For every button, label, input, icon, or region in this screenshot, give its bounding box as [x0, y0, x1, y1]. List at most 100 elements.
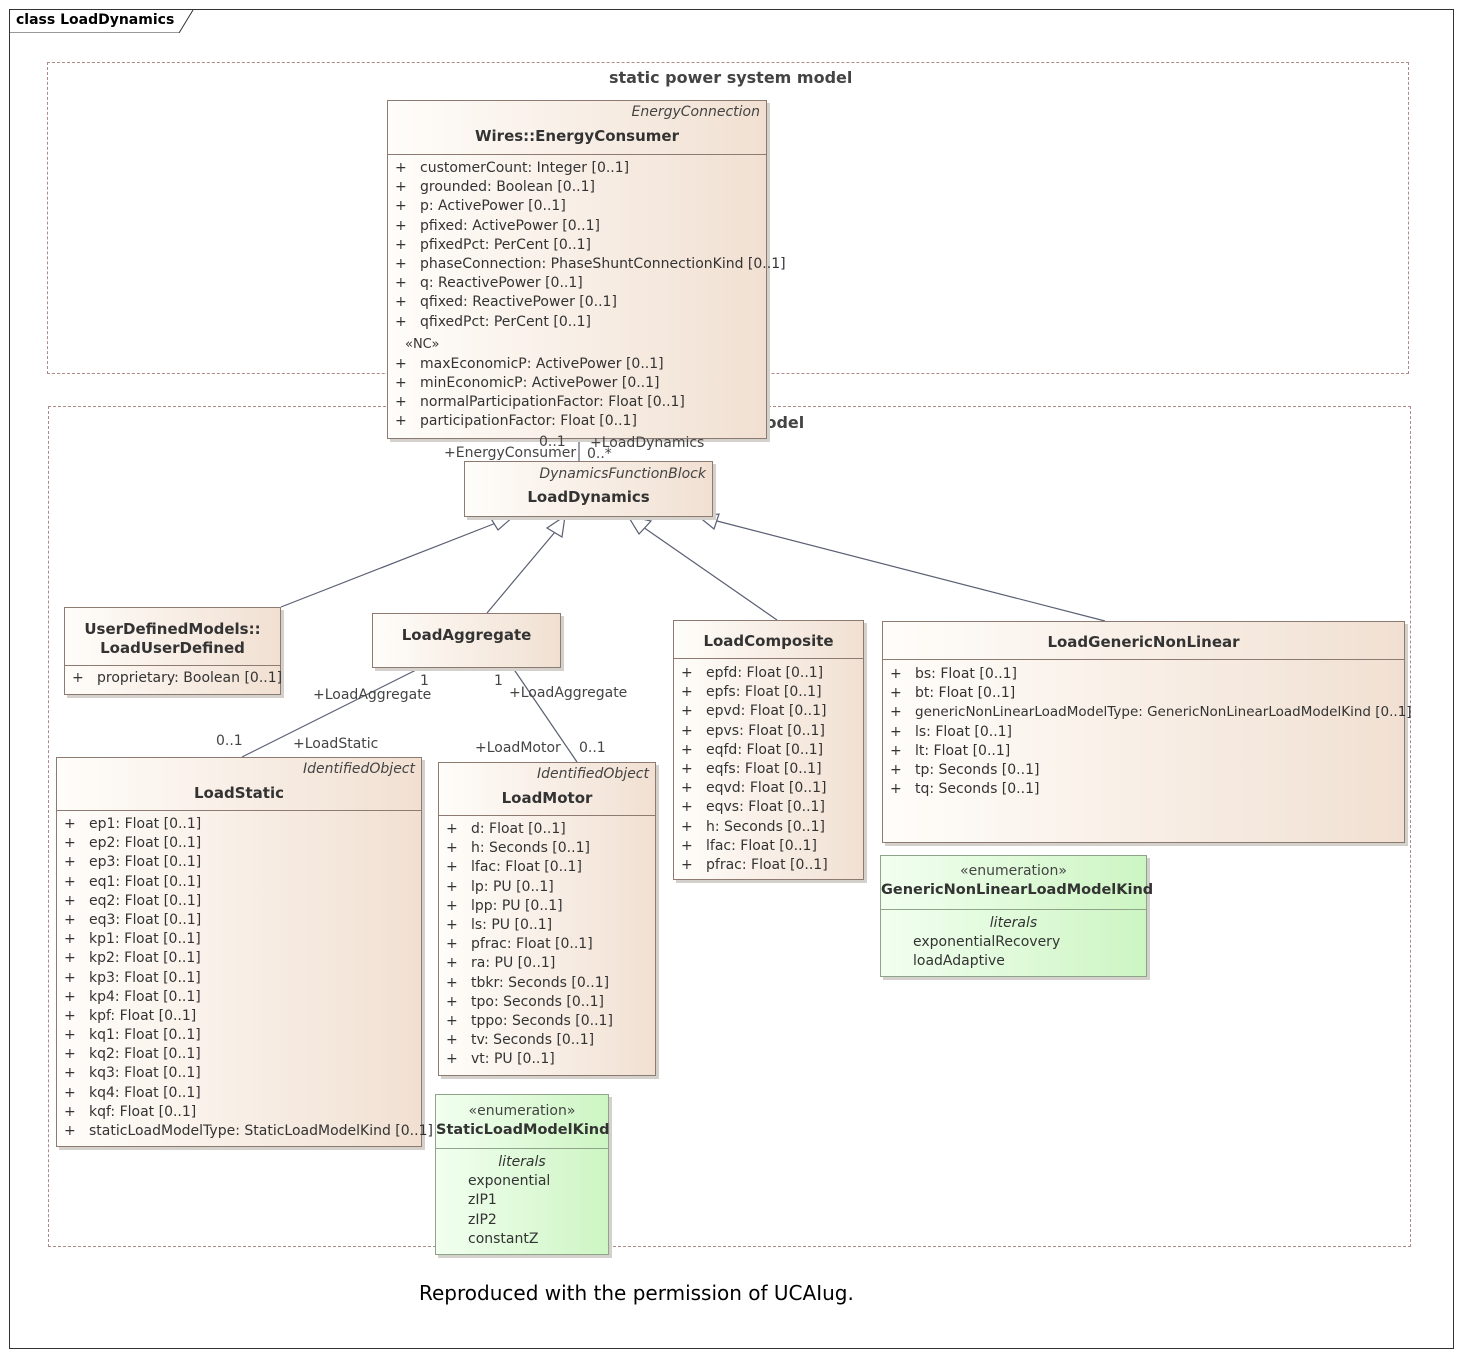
multiplicity-aggregate-static: 1: [420, 673, 429, 689]
enum-literal[interactable]: exponential: [468, 1173, 551, 1189]
class-name: LoadGenericNonLinear: [1047, 633, 1240, 651]
attribute[interactable]: +kq3: Float [0..1]: [64, 1065, 201, 1082]
class-load-static[interactable]: IdentifiedObject LoadStatic +ep1: Float …: [56, 757, 433, 1147]
attribute[interactable]: +ra: PU [0..1]: [446, 955, 556, 972]
attribute[interactable]: +ls: Float [0..1]: [890, 723, 1013, 740]
attribute[interactable]: +h: Seconds [0..1]: [681, 818, 825, 835]
attribute[interactable]: +normalParticipationFactor: Float [0..1]: [395, 394, 685, 411]
attribute[interactable]: +tpo: Seconds [0..1]: [446, 993, 605, 1010]
class-header: UserDefinedModels:: LoadUserDefined: [65, 608, 280, 666]
attribute[interactable]: +ep2: Float [0..1]: [64, 835, 202, 852]
class-load-composite[interactable]: LoadComposite +epfd: Float [0..1] +epfs:…: [673, 620, 864, 880]
attribute[interactable]: +kp1: Float [0..1]: [64, 931, 201, 948]
class-load-motor[interactable]: IdentifiedObject LoadMotor +d: Float [0.…: [438, 762, 656, 1076]
attribute[interactable]: +participationFactor: Float [0..1]: [395, 413, 637, 430]
attribute[interactable]: +kpf: Float [0..1]: [64, 1007, 197, 1024]
attribute-list: +proprietary: Boolean [0..1]: [65, 666, 283, 688]
role-loadmotor: +LoadMotor: [475, 740, 561, 756]
attribute[interactable]: +eq2: Float [0..1]: [64, 892, 202, 909]
attribute[interactable]: +maxEconomicP: ActivePower [0..1]: [395, 355, 664, 372]
attribute[interactable]: +minEconomicP: ActivePower [0..1]: [395, 374, 660, 391]
class-header: IdentifiedObject LoadStatic: [57, 758, 421, 811]
class-energy-consumer[interactable]: EnergyConnection Wires::EnergyConsumer +…: [387, 100, 786, 439]
attribute[interactable]: +qfixedPct: PerCent [0..1]: [395, 313, 592, 330]
enum-literal[interactable]: constantZ: [468, 1230, 539, 1247]
attribute[interactable]: +lfac: Float [0..1]: [446, 859, 582, 876]
role-loadstatic: +LoadStatic: [293, 736, 379, 752]
attribute[interactable]: +lt: Float [0..1]: [890, 742, 1011, 759]
attribute[interactable]: +pfixed: ActivePower [0..1]: [395, 217, 600, 234]
attribute[interactable]: +kqf: Float [0..1]: [64, 1103, 197, 1120]
attribute[interactable]: +tbkr: Seconds [0..1]: [446, 974, 610, 991]
attribute[interactable]: +epfs: Float [0..1]: [681, 684, 822, 701]
attribute[interactable]: +kq2: Float [0..1]: [64, 1046, 201, 1063]
attribute[interactable]: +h: Seconds [0..1]: [446, 840, 590, 857]
frame-title: class LoadDynamics: [16, 12, 175, 28]
role-loadaggregate-motor: +LoadAggregate: [509, 685, 628, 701]
attribute[interactable]: +bt: Float [0..1]: [890, 685, 1016, 702]
enum-stereotype: «enumeration»: [468, 1103, 576, 1119]
class-name: LoadStatic: [193, 784, 285, 802]
attribute[interactable]: +vt: PU [0..1]: [446, 1051, 555, 1068]
class-stereotype: IdentifiedObject: [536, 766, 649, 782]
attribute[interactable]: +p: ActivePower [0..1]: [395, 198, 566, 215]
enum-literal[interactable]: exponentialRecovery: [913, 934, 1061, 950]
attribute[interactable]: +kq1: Float [0..1]: [64, 1027, 201, 1044]
class-name: Wires::EnergyConsumer: [475, 127, 679, 145]
attribute[interactable]: +kp2: Float [0..1]: [64, 950, 201, 967]
attribute[interactable]: +epfd: Float [0..1]: [681, 665, 824, 681]
role-energyconsumer: +EnergyConsumer: [444, 445, 577, 461]
attribute[interactable]: +phaseConnection: PhaseShuntConnectionKi…: [395, 255, 786, 272]
literals-heading: literals: [989, 915, 1038, 931]
attribute[interactable]: +eq1: Float [0..1]: [64, 873, 202, 890]
attribute[interactable]: +epvd: Float [0..1]: [681, 703, 827, 720]
attribute[interactable]: +eqfd: Float [0..1]: [681, 741, 824, 758]
attribute[interactable]: +kp4: Float [0..1]: [64, 988, 201, 1005]
attribute-list: +customerCount: Integer [0..1] +grounded…: [388, 155, 786, 431]
enum-generic-nonlinear-load-model-kind[interactable]: «enumeration» GenericNonLinearLoadModelK…: [880, 855, 1153, 977]
attribute[interactable]: +kp3: Float [0..1]: [64, 969, 201, 986]
generalization-loadgenericnonlinear: [716, 520, 1106, 622]
attribute[interactable]: +pfixedPct: PerCent [0..1]: [395, 236, 592, 253]
enum-literal[interactable]: loadAdaptive: [913, 953, 1005, 970]
attribute[interactable]: +pfrac: Float [0..1]: [446, 936, 593, 953]
attribute[interactable]: +eqfs: Float [0..1]: [681, 760, 822, 777]
class-load-aggregate[interactable]: LoadAggregate: [372, 613, 561, 668]
attribute[interactable]: +grounded: Boolean [0..1]: [395, 179, 595, 196]
attribute[interactable]: +proprietary: Boolean [0..1]: [72, 670, 283, 686]
class-name-line2: LoadUserDefined: [100, 639, 245, 657]
attribute[interactable]: +lpp: PU [0..1]: [446, 897, 563, 914]
attribute[interactable]: +tv: Seconds [0..1]: [446, 1032, 595, 1049]
enum-static-load-model-kind[interactable]: «enumeration» StaticLoadModelKind litera…: [435, 1094, 610, 1255]
class-load-generic-nonlinear[interactable]: LoadGenericNonLinear +bs: Float [0..1] +…: [882, 621, 1412, 843]
attribute[interactable]: +eqvd: Float [0..1]: [681, 780, 827, 797]
attribute[interactable]: +ep3: Float [0..1]: [64, 854, 202, 871]
attribute[interactable]: +genericNonLinearLoadModelType: GenericN…: [890, 704, 1412, 721]
attribute[interactable]: +kq4: Float [0..1]: [64, 1084, 201, 1101]
attribute[interactable]: +eqvs: Float [0..1]: [681, 799, 825, 816]
class-name-line1: UserDefinedModels::: [84, 620, 261, 638]
attribute[interactable]: +q: ReactivePower [0..1]: [395, 275, 583, 292]
class-stereotype: EnergyConnection: [631, 104, 760, 120]
attribute[interactable]: +customerCount: Integer [0..1]: [395, 160, 630, 176]
attribute[interactable]: +ls: PU [0..1]: [446, 916, 553, 933]
attribute[interactable]: +qfixed: ReactivePower [0..1]: [395, 294, 617, 311]
class-load-user-defined[interactable]: UserDefinedModels:: LoadUserDefined +pro…: [64, 607, 283, 695]
attribute[interactable]: +staticLoadModelType: StaticLoadModelKin…: [64, 1123, 433, 1139]
attribute[interactable]: +ep1: Float [0..1]: [64, 816, 202, 832]
generalization-arrowhead: [545, 514, 566, 538]
attribute[interactable]: +d: Float [0..1]: [446, 821, 566, 837]
attribute[interactable]: +tq: Seconds [0..1]: [890, 781, 1040, 798]
association-loadaggregate-loadstatic: [241, 667, 421, 758]
attribute[interactable]: +tp: Seconds [0..1]: [890, 761, 1040, 778]
enum-literal[interactable]: zIP2: [468, 1211, 497, 1228]
attribute[interactable]: +lp: PU [0..1]: [446, 878, 554, 895]
class-load-dynamics[interactable]: DynamicsFunctionBlock LoadDynamics: [464, 461, 713, 517]
attribute[interactable]: +pfrac: Float [0..1]: [681, 856, 828, 873]
attribute[interactable]: +bs: Float [0..1]: [890, 666, 1018, 682]
attribute[interactable]: +lfac: Float [0..1]: [681, 837, 817, 854]
enum-literal[interactable]: zIP1: [468, 1192, 497, 1209]
attribute[interactable]: +tppo: Seconds [0..1]: [446, 1012, 613, 1029]
attribute[interactable]: +eq3: Float [0..1]: [64, 911, 202, 928]
attribute[interactable]: +epvs: Float [0..1]: [681, 722, 825, 739]
